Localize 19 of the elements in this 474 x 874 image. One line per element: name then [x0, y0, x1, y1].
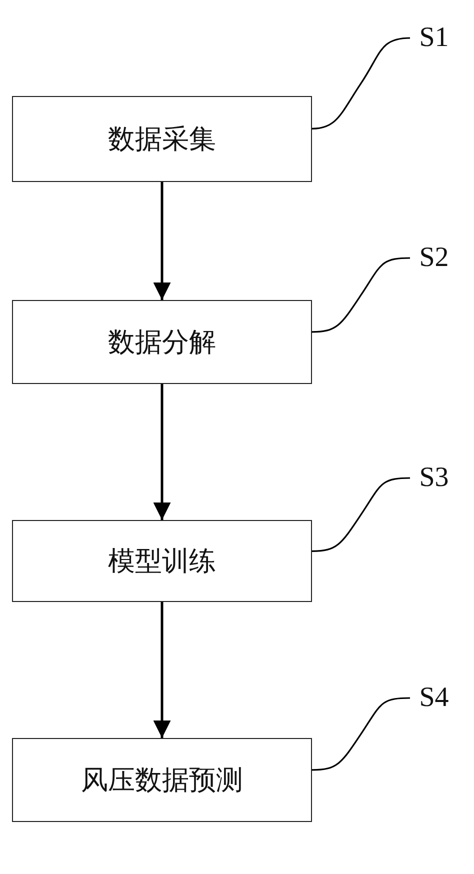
process-box	[12, 520, 312, 602]
arrow	[153, 182, 171, 300]
arrow	[153, 384, 171, 520]
process-box	[12, 738, 312, 822]
leader-line	[312, 257, 410, 333]
step-text: 数据分解	[108, 326, 216, 359]
step-number: S1	[419, 22, 449, 54]
leader-line	[312, 697, 410, 771]
step-number: S4	[419, 682, 449, 714]
step-number: S3	[419, 462, 449, 494]
arrow	[153, 602, 171, 738]
leader-line	[312, 477, 410, 552]
process-box	[12, 300, 312, 384]
step-number: S2	[419, 242, 449, 274]
step-text: 模型训练	[108, 545, 216, 578]
step-text: 数据采集	[108, 123, 216, 156]
process-box	[12, 96, 312, 182]
step-text: 风压数据预测	[81, 764, 243, 797]
leader-line	[312, 37, 410, 130]
